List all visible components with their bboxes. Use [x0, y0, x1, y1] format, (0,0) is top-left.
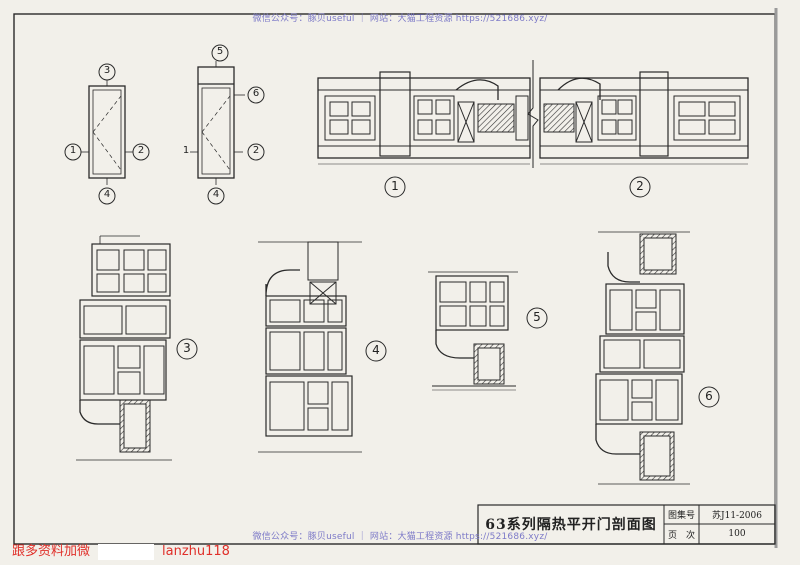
- section-4-profile: [258, 241, 362, 453]
- section-label-2: 2: [636, 179, 644, 193]
- plain-label-1: 1: [182, 145, 190, 156]
- callout-4-top: 4: [103, 189, 111, 200]
- atlas-number-label: 图集号: [667, 511, 695, 521]
- page-number-value: 100: [728, 529, 746, 539]
- section-label-5: 5: [533, 310, 541, 324]
- watermark-top: 微信公众号：豚贝useful ｜ 网站：大猫工程资源 https://52168…: [252, 14, 548, 24]
- atlas-number-value: 苏J11-2006: [711, 511, 762, 521]
- section-label-4: 4: [372, 343, 380, 357]
- drawing-title: 63系列隔热平开门剖面图: [485, 517, 657, 533]
- section-callouts-3-6: [176, 307, 720, 408]
- section-label-3: 3: [183, 341, 191, 355]
- callout-2-top: 2: [137, 145, 145, 156]
- callout-2b-top: 2: [252, 145, 260, 156]
- section-5-profile: [428, 271, 518, 391]
- section-1-profile: [317, 71, 531, 165]
- section-3-profile: [76, 235, 172, 461]
- page-number-label: 页 次: [667, 530, 695, 541]
- section-callouts-1-2: [384, 176, 651, 198]
- contact-suffix: lanzhu118: [162, 544, 230, 559]
- callout-3-top: 3: [103, 65, 111, 76]
- section-label-1: 1: [391, 179, 399, 193]
- watermark-bottom: 微信公众号：豚贝useful ｜ 网站：大猫工程资源 https://52168…: [252, 532, 548, 542]
- elevation-door-b: [190, 61, 245, 185]
- callout-4b-top: 4: [212, 189, 220, 200]
- section-2-profile: [539, 71, 749, 165]
- callout-1-top: 1: [69, 145, 77, 156]
- callout-5-top: 5: [216, 46, 224, 57]
- callout-markers-top: [64, 44, 265, 205]
- break-line: [527, 60, 539, 168]
- redacted-box: [98, 543, 155, 560]
- callout-6-top: 6: [252, 88, 260, 99]
- section-label-6: 6: [705, 389, 713, 403]
- contact-prefix: 跟多资料加微: [12, 544, 91, 559]
- contact-footer: 跟多资料加微 lanzhu118: [12, 540, 230, 560]
- elevation-door-a: [80, 80, 134, 185]
- section-6-profile: [595, 231, 690, 485]
- title-block-frame: [477, 504, 776, 545]
